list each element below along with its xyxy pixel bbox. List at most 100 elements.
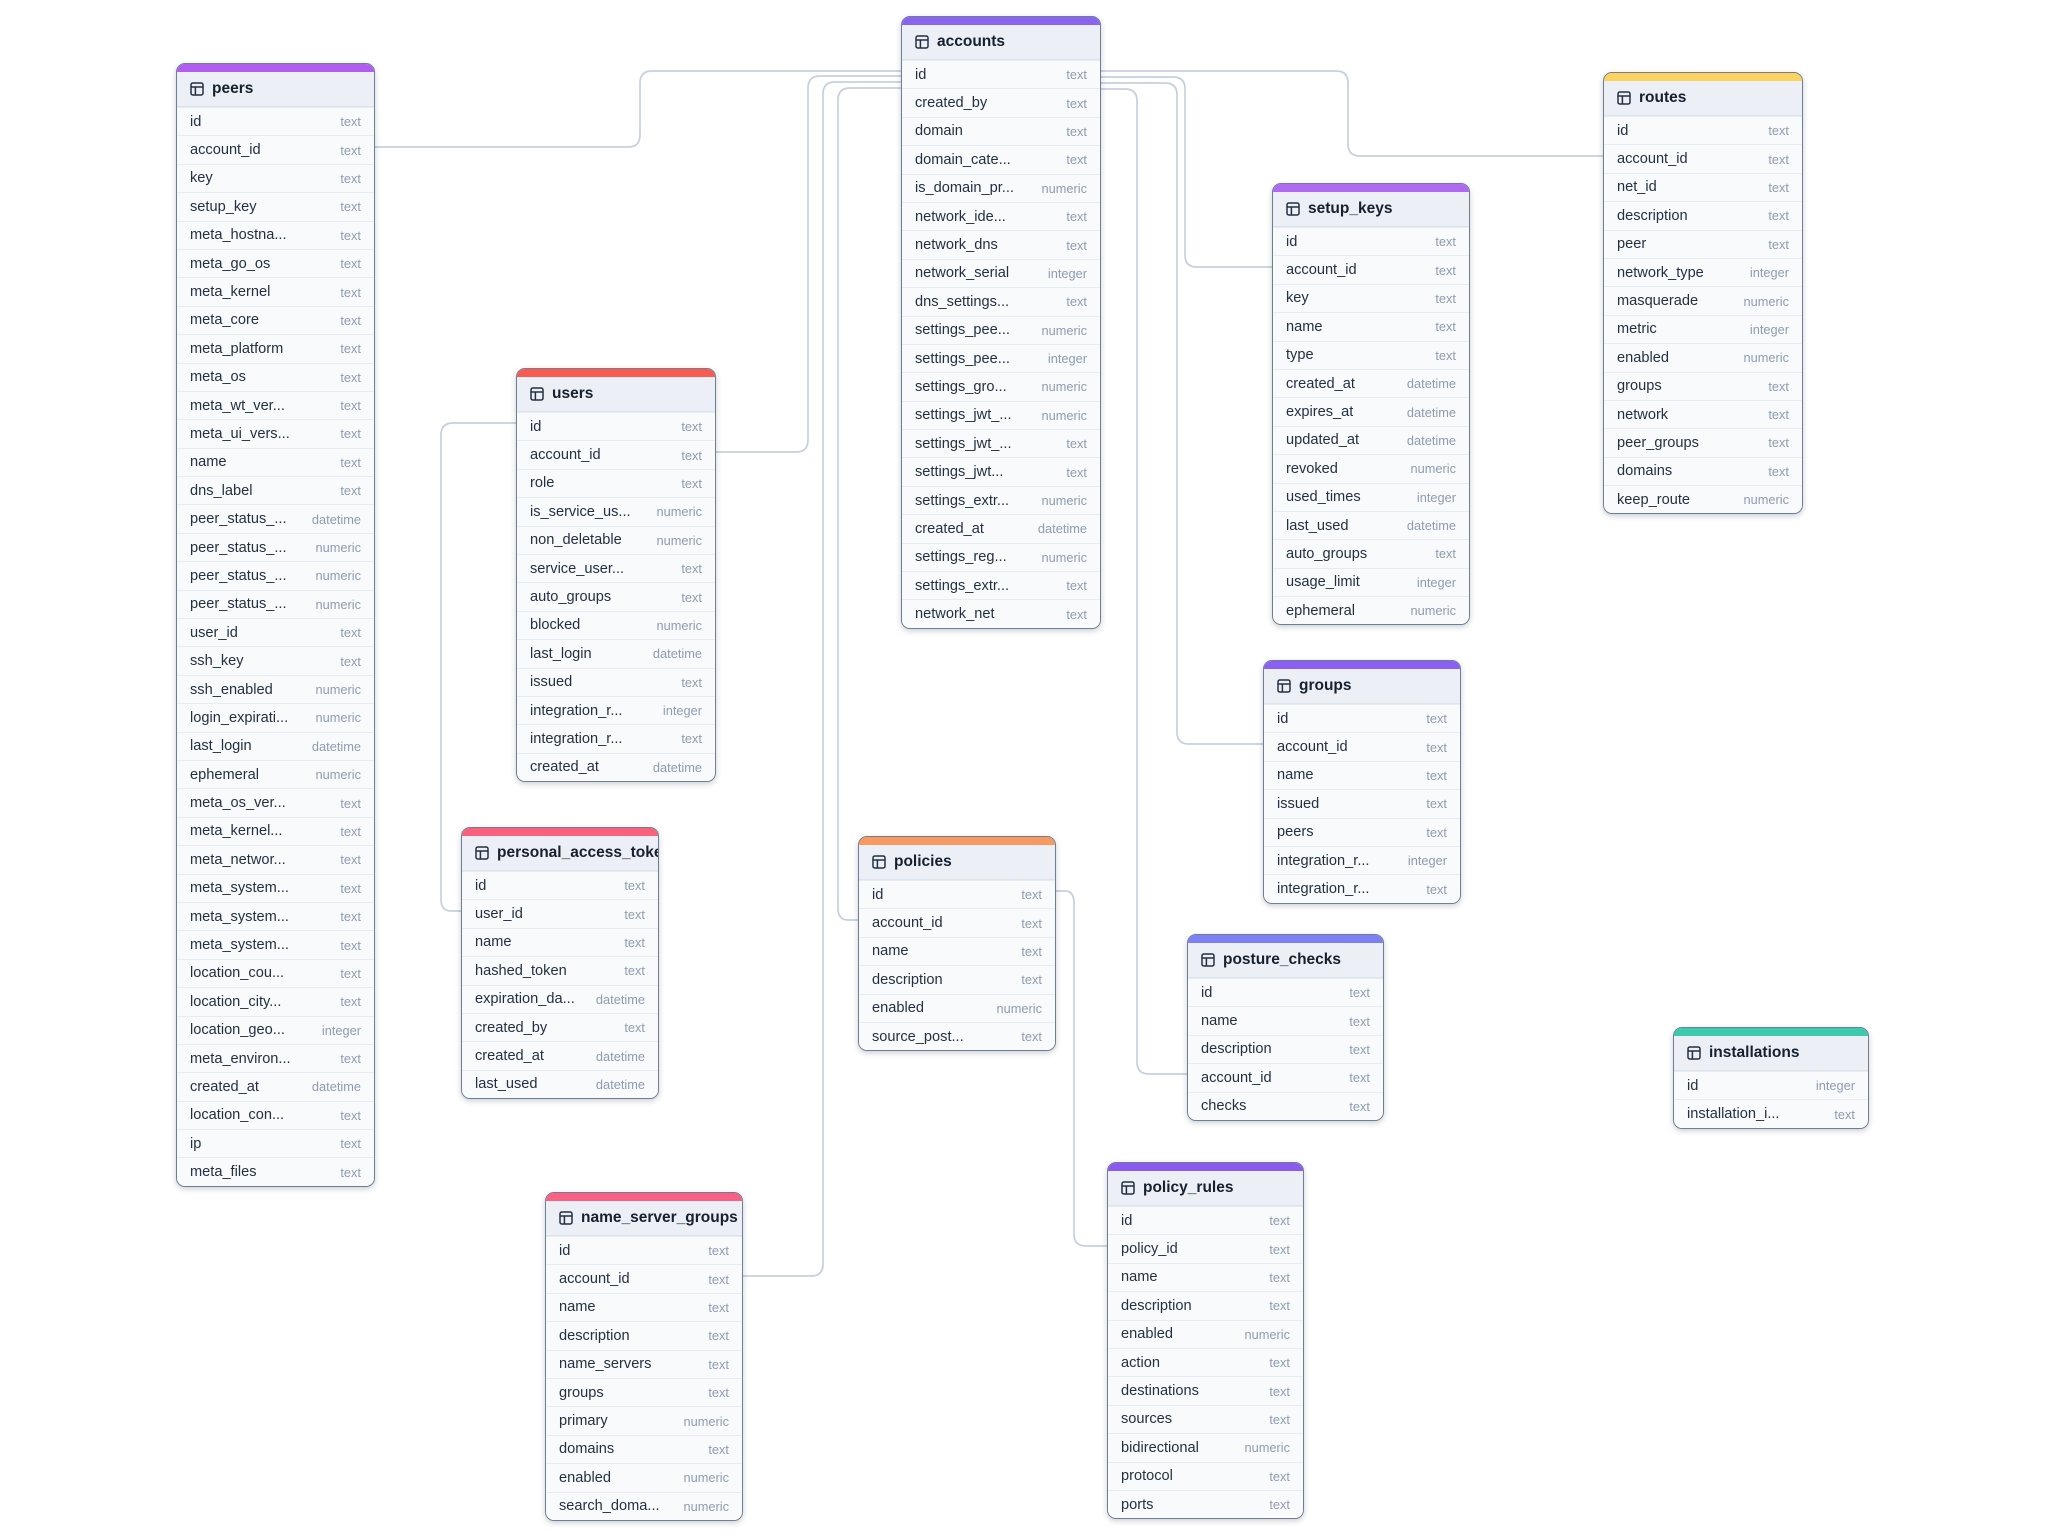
field-name: net_id [1617, 179, 1657, 196]
field-type: numeric [1244, 1440, 1290, 1456]
table-header-policies[interactable]: policies [859, 845, 1055, 880]
table-title: personal_access_tokens [497, 844, 658, 861]
field-type: text [681, 447, 702, 463]
field-row: peer_status_...numeric [177, 532, 374, 562]
table-node-personal_access_tokens[interactable]: personal_access_tokensidtextuser_idtextn… [461, 827, 659, 1100]
field-type: text [1066, 152, 1087, 168]
field-type: text [1066, 464, 1087, 480]
field-name: name_servers [559, 1356, 652, 1373]
table-header-personal_access_tokens[interactable]: personal_access_tokens [462, 836, 658, 871]
field-name: name [872, 943, 909, 960]
field-name: meta_core [190, 312, 259, 329]
field-type: text [1066, 95, 1087, 111]
field-name: created_by [475, 1019, 548, 1036]
field-type: integer [1749, 265, 1789, 281]
table-header-posture_checks[interactable]: posture_checks [1188, 943, 1383, 978]
field-name: ssh_enabled [190, 681, 273, 698]
table-title: peers [212, 80, 254, 97]
table-header-groups[interactable]: groups [1264, 669, 1460, 704]
field-row: login_expirati...numeric [177, 703, 374, 732]
field-name: created_at [1286, 375, 1355, 392]
wire-accounts.id-to-setup_keys.account_id [1101, 76, 1272, 268]
field-row: meta_kernel...text [177, 816, 374, 846]
field-type: text [1021, 915, 1042, 931]
field-type: numeric [315, 710, 361, 726]
field-name: meta_wt_ver... [190, 397, 285, 414]
field-row: meta_ui_vers...text [177, 419, 374, 448]
field-name: expires_at [1286, 404, 1354, 421]
field-type: text [1066, 123, 1087, 139]
field-name: account_id [190, 142, 261, 159]
table-icon [190, 82, 204, 96]
field-name: id [1277, 710, 1289, 727]
table-header-policy_rules[interactable]: policy_rules [1108, 1171, 1303, 1206]
field-name: source_post... [872, 1028, 964, 1045]
table-color-bar [177, 64, 374, 72]
field-type: numeric [1041, 493, 1087, 509]
field-row: service_user...text [517, 553, 715, 583]
field-type: text [1426, 824, 1447, 840]
field-row: meta_system...text [177, 873, 374, 902]
field-type: integer [1407, 853, 1447, 869]
field-type: text [1021, 972, 1042, 988]
table-icon [1617, 91, 1631, 105]
field-type: text [1066, 294, 1087, 310]
field-name: enabled [1617, 349, 1669, 366]
field-name: last_login [190, 738, 252, 755]
table-header-setup_keys[interactable]: setup_keys [1273, 192, 1469, 227]
field-row: settings_reg...numeric [902, 542, 1100, 572]
table-header-accounts[interactable]: accounts [902, 25, 1100, 60]
field-name: destinations [1121, 1383, 1199, 1400]
table-header-peers[interactable]: peers [177, 72, 374, 107]
field-type: text [1768, 151, 1789, 167]
table-title: installations [1709, 1044, 1800, 1061]
field-name: hashed_token [475, 962, 567, 979]
field-type: datetime [595, 1048, 645, 1064]
field-name: name [559, 1299, 596, 1316]
field-type: integer [1416, 489, 1456, 505]
table-header-routes[interactable]: routes [1604, 81, 1802, 116]
field-name: settings_extr... [915, 577, 1010, 594]
table-header-name_server_groups[interactable]: name_server_groups [546, 1201, 742, 1236]
field-name: meta_networ... [190, 851, 286, 868]
field-name: description [872, 971, 943, 988]
table-title: users [552, 385, 594, 402]
field-name: meta_kernel... [190, 823, 283, 840]
field-name: ports [1121, 1496, 1154, 1513]
table-icon [530, 387, 544, 401]
table-header-users[interactable]: users [517, 377, 715, 412]
table-color-bar [902, 17, 1100, 25]
table-header-installations[interactable]: installations [1674, 1036, 1868, 1071]
